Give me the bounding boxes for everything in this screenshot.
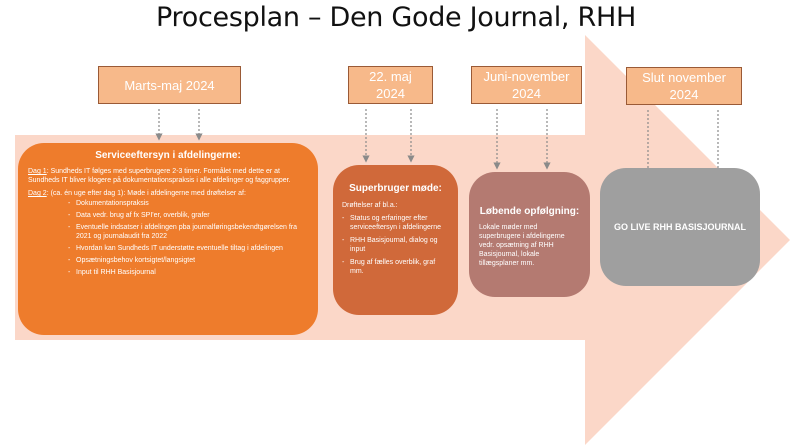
- date-box-slut-november: Slut november 2024: [626, 67, 742, 105]
- box-heading: Superbruger møde:: [349, 183, 442, 194]
- date-label-line2: 2024: [669, 87, 699, 102]
- list-item: Input til RHH Basisjournal: [68, 268, 308, 277]
- list-item: Eventuelle indsatser i afdelingen pba jo…: [68, 223, 308, 241]
- box-heading: Serviceeftersyn i afdelingerne:: [95, 150, 241, 161]
- date-label-line1: 22. maj: [369, 69, 412, 84]
- superbruger-moede-box: Superbruger møde: Drøftelser af bl.a.: S…: [333, 165, 458, 315]
- list-item: Data vedr. brug af fx SPI'er, overblik, …: [68, 211, 308, 220]
- date-label: Marts-maj 2024: [124, 77, 215, 93]
- list-item: Opsætningsbehov kortsigtet/langsigtet: [68, 256, 308, 265]
- loebende-opfoelgning-box: Løbende opfølgning: Lokale møder med sup…: [469, 172, 590, 297]
- date-box-marts-maj: Marts-maj 2024: [98, 66, 241, 104]
- list-item: Dokumentationspraksis: [68, 199, 308, 208]
- dag1-paragraph: Dag 1: Sundheds IT følges med superbruge…: [28, 167, 308, 185]
- box-text: Lokale møder med superbrugere i afdeling…: [479, 224, 565, 267]
- page-title: Procesplan – Den Gode Journal, RHH: [156, 2, 636, 33]
- discussion-list: Status og erfaringer efter serviceefters…: [342, 214, 449, 276]
- list-item: RHH Basisjournal, dialog og input: [342, 236, 449, 254]
- go-live-box: GO LIVE RHH BASISJOURNAL: [600, 168, 760, 286]
- discussion-list: Dokumentationspraksis Data vedr. brug af…: [28, 199, 308, 277]
- box-heading: GO LIVE RHH BASISJOURNAL: [613, 222, 746, 232]
- date-label-line1: Juni-november: [483, 69, 570, 84]
- dag2-label: Dag 2: [28, 190, 47, 197]
- box-intro: Drøftelser af bl.a.:: [342, 202, 398, 209]
- date-label-line2: 2024: [376, 86, 405, 101]
- date-box-juni-november: Juni-november 2024: [471, 66, 582, 104]
- dag2-paragraph: Dag 2: (ca. én uge efter dag 1): Møde i …: [28, 189, 308, 198]
- serviceeftersyn-box: Serviceeftersyn i afdelingerne: Dag 1: S…: [18, 143, 318, 335]
- date-box-22-maj: 22. maj 2024: [348, 66, 433, 104]
- box-heading: Løbende opfølgning:: [479, 206, 580, 217]
- list-item: Hvordan kan Sundheds IT understøtte even…: [68, 244, 308, 253]
- date-label-line1: Slut november: [642, 70, 726, 85]
- dag1-label: Dag 1: [28, 168, 47, 175]
- dag1-text: : Sundheds IT følges med superbrugere 2-…: [28, 168, 291, 184]
- dag2-text: : (ca. én uge efter dag 1): Møde i afdel…: [46, 190, 246, 197]
- list-item: Status og erfaringer efter serviceefters…: [342, 214, 449, 232]
- date-label-line2: 2024: [512, 86, 541, 101]
- list-item: Brug af fælles overblik, graf mm.: [342, 258, 449, 276]
